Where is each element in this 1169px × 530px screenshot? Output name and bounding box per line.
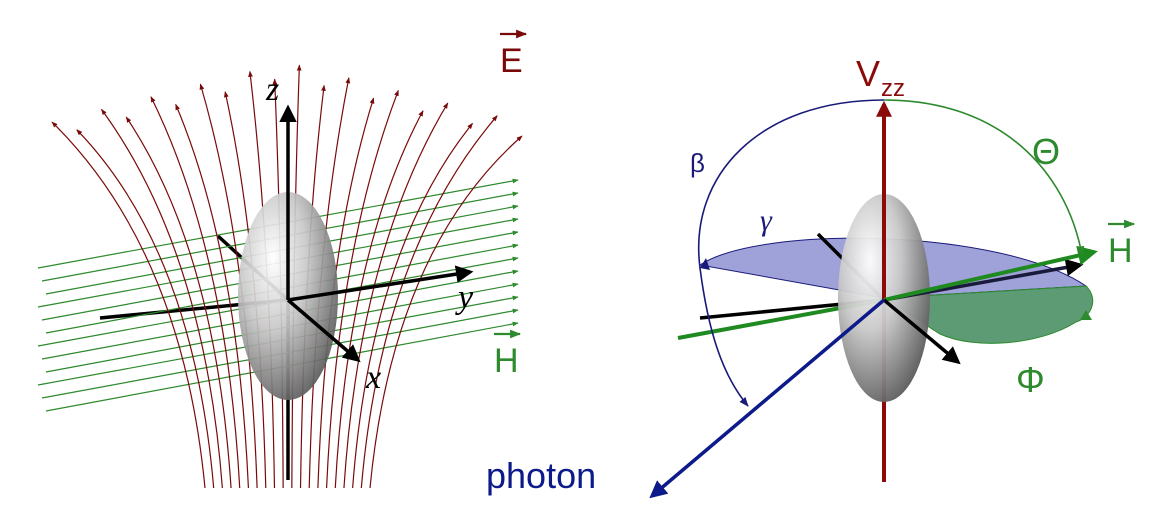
left-panel-efg-diagram: z y x E H <box>37 29 528 489</box>
phi-arc-tip <box>1080 310 1092 320</box>
e-field-line <box>334 110 424 489</box>
beta-arc <box>697 99 885 407</box>
h-direction-label: H <box>1108 219 1136 270</box>
e-field-line <box>199 83 258 489</box>
e-field-line <box>125 116 232 489</box>
beta-label: β <box>690 148 705 178</box>
vzz-label-main: V <box>856 53 880 94</box>
vzz-label: V zz <box>856 53 905 102</box>
photon-arrow <box>649 298 886 499</box>
beta-arc-start-tip <box>700 258 710 270</box>
gamma-label: γ <box>760 204 773 237</box>
theta-arc <box>883 99 1085 256</box>
x-axis-front <box>286 298 361 363</box>
y-axis-label: y <box>455 279 474 316</box>
y-axis-front <box>287 265 474 302</box>
e-field-line <box>51 121 206 489</box>
right-panel-angle-diagram: V zz Θ Φ β γ H photon <box>486 53 1136 499</box>
photon-label: photon <box>486 455 596 496</box>
e-field-symbol: E <box>500 42 523 80</box>
h-field-symbol: H <box>494 342 519 380</box>
e-field-line <box>343 102 449 489</box>
h-direction-symbol: H <box>1108 232 1133 270</box>
phi-label: Φ <box>1016 359 1045 400</box>
e-field-line <box>325 89 399 489</box>
e-field-line <box>175 103 250 489</box>
h-field-label: H <box>494 329 522 380</box>
e-field-line <box>360 115 498 489</box>
vzz-label-subscript: zz <box>881 75 905 102</box>
z-axis-label: z <box>265 71 279 108</box>
e-field-label: E <box>500 29 528 80</box>
diagonal-axis-front <box>882 298 961 365</box>
h-direction-arrow <box>883 245 1098 302</box>
theta-label: Θ <box>1032 131 1060 172</box>
x-axis-label: x <box>365 359 381 396</box>
e-field-line <box>76 129 215 489</box>
e-field-line <box>352 122 473 489</box>
phi-plane <box>882 285 1094 344</box>
e-field-line <box>150 96 241 489</box>
e-field-line <box>100 108 223 489</box>
